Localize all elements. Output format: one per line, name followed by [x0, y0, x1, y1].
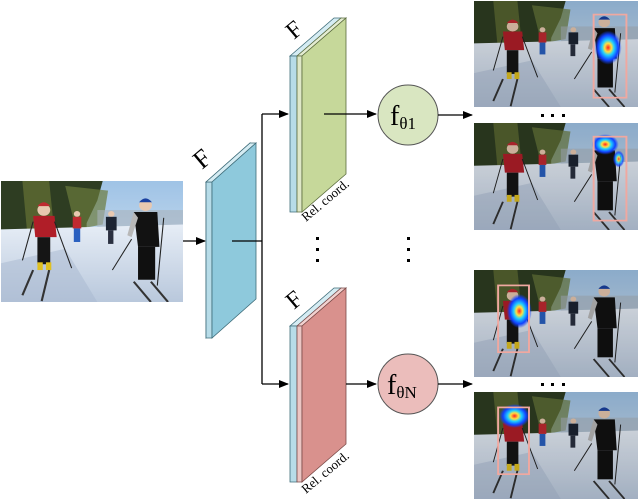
- head-n-subscript: θN: [396, 383, 416, 402]
- branch-n-feature-label: F: [281, 286, 308, 315]
- svg-text:fθN: fθN: [387, 370, 417, 402]
- output-na-left-skier-body: [474, 270, 638, 377]
- output-1b-right-skier-head: [474, 123, 638, 230]
- output-nb-left-skier-head: [474, 392, 638, 499]
- branch-1-slab: F Rel. coord.: [281, 16, 352, 224]
- head-1-circle: fθ1: [377, 84, 439, 146]
- head-n-label: f: [387, 370, 397, 401]
- horizontal-ellipsis-branch-1: [541, 114, 565, 117]
- svg-text:fθ1: fθ1: [390, 101, 416, 133]
- vertical-ellipsis-slabs: [316, 237, 319, 262]
- feature-label: F: [187, 143, 217, 175]
- head-1-label: f: [390, 101, 400, 132]
- head-n-circle: fθN: [377, 353, 439, 415]
- branch-n-slab: F Rel. coord.: [281, 286, 352, 496]
- branch-1-feature-label: F: [281, 16, 308, 45]
- horizontal-ellipsis-branch-n: [541, 383, 565, 386]
- branch-connector: [232, 110, 289, 388]
- output-1a-right-skier-body: [474, 1, 638, 107]
- vertical-ellipsis-heads: [407, 237, 410, 262]
- head-1-subscript: θ1: [399, 114, 416, 133]
- input-image: [1, 181, 183, 302]
